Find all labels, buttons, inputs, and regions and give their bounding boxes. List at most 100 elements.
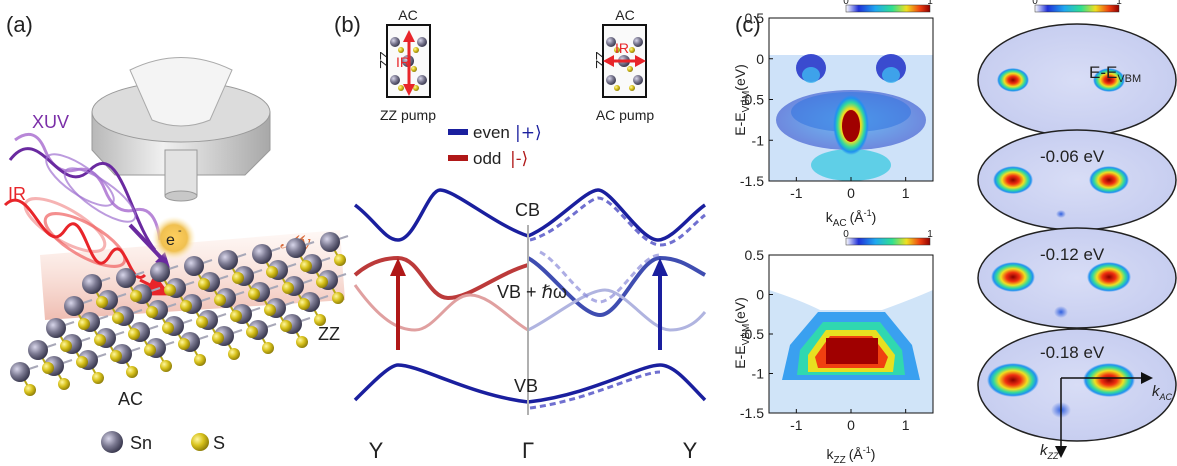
legend-s-label: S: [213, 433, 225, 453]
s-atom: [262, 342, 274, 354]
s-atom: [92, 372, 104, 384]
colorbar-bottom: [845, 237, 931, 246]
s-atom: [194, 354, 206, 366]
ytick-label: 0: [756, 287, 764, 303]
xtick-label: 0: [847, 185, 855, 201]
inset-s-atom: [629, 47, 635, 53]
inset-s-atom: [614, 85, 620, 91]
inset-s-atom: [629, 85, 635, 91]
slice-3: -0.18 eV: [977, 328, 1177, 458]
xtick-label: 1: [902, 185, 910, 201]
s-atom: [212, 332, 224, 344]
xtick-label: -1: [790, 417, 803, 433]
s-atom: [164, 284, 176, 296]
inset-sn-atom: [633, 75, 643, 85]
slice-2: -0.12 eV: [977, 227, 1177, 329]
colorbar-slices-max: 1: [1116, 0, 1122, 7]
inset-s-atom: [627, 66, 633, 72]
colorbar-top-min: 0: [843, 0, 849, 7]
slice-3-label: -0.18 eV: [1040, 343, 1105, 362]
s-atom: [314, 314, 326, 326]
inset-s-atom: [411, 66, 417, 72]
inset-sn-atom: [606, 75, 616, 85]
inset-sn-atom: [606, 37, 616, 47]
s-atom: [130, 290, 142, 302]
cb-label: CB: [515, 200, 540, 220]
ytick-label: -1.5: [740, 405, 764, 421]
s-atom: [162, 322, 174, 334]
bottom-map-xlabel: kZZ(Å-1): [827, 445, 876, 466]
s-atom: [298, 298, 310, 310]
ac-pump-caption: AC pump: [596, 107, 655, 123]
ytick-label: -0.5: [740, 326, 764, 342]
ytick-label: -1: [752, 366, 765, 382]
sn-atom: [46, 318, 66, 338]
electron-label: e: [166, 232, 175, 249]
colorbar-bottom-min: 0: [843, 229, 849, 240]
panel-b-label: (b): [334, 12, 361, 37]
sn-atom: [28, 340, 48, 360]
vb-shifted-dashed: [539, 250, 661, 304]
ytick-label: -0.5: [740, 92, 764, 108]
s-atom: [58, 378, 70, 390]
inset-zz-pump: AC ZZ IR ZZ pump: [377, 7, 436, 123]
inset-zz-ac-label: AC: [398, 7, 417, 23]
inset-ac-ac-label: AC: [615, 7, 634, 23]
s-atom: [146, 306, 158, 318]
kac-axis-label: kAC: [1152, 383, 1173, 402]
zz-direction-label: ZZ: [318, 324, 340, 344]
sn-atom: [286, 238, 306, 258]
xuv-beam: [8, 132, 170, 268]
s-atom: [266, 266, 278, 278]
slice-0-label: E-EVBM: [1089, 63, 1141, 85]
k-label-gamma: Γ: [522, 438, 534, 463]
s-atom: [230, 310, 242, 322]
photoelectron: [152, 216, 196, 260]
kzz-axis-label: kZZ: [1040, 442, 1059, 461]
slice-1: -0.06 eV: [977, 129, 1177, 231]
ytick-label: -1: [752, 132, 765, 148]
legend-even-label: even: [473, 123, 510, 142]
s-atom: [280, 320, 292, 332]
s-atom: [128, 328, 140, 340]
inset-sn-atom: [633, 37, 643, 47]
k-label-left: Y: [369, 438, 384, 463]
inset-s-atom: [614, 47, 620, 53]
vb-shifted-even-right: [526, 255, 706, 318]
s-atom: [214, 294, 226, 306]
sn-atom: [218, 250, 238, 270]
panel-c-label: (c): [735, 12, 761, 37]
sn-atom: [150, 262, 170, 282]
sns-crystal: [10, 232, 349, 396]
inset-sn-atom: [390, 37, 400, 47]
analyzer-detector: [91, 57, 271, 202]
s-atom: [246, 326, 258, 338]
ac-direction-label: AC: [118, 389, 143, 409]
s-atom: [300, 260, 312, 272]
band-diagram: [353, 188, 707, 415]
s-atom: [332, 292, 344, 304]
s-atom: [180, 300, 192, 312]
ytick-label: 0: [756, 51, 764, 67]
s-atom: [96, 296, 108, 308]
valence-band-right-dashed: [529, 370, 661, 410]
colorbar-top: [845, 4, 931, 13]
ytick-label: 0.5: [745, 247, 765, 263]
sn-atom: [82, 274, 102, 294]
s-atom: [24, 384, 36, 396]
vb-shifted-odd-faint: [353, 284, 529, 332]
s-atom: [60, 340, 72, 352]
s-atom: [126, 366, 138, 378]
inset-sn-atom: [417, 75, 427, 85]
sn-atom: [10, 362, 30, 382]
zz-pump-caption: ZZ pump: [380, 107, 436, 123]
xtick-label: -1: [790, 185, 803, 201]
conduction-band-right-dashed: [529, 196, 706, 247]
inset-sn-atom: [417, 37, 427, 47]
s-atom: [228, 348, 240, 360]
s-atom: [316, 276, 328, 288]
s-atom: [282, 282, 294, 294]
colorbar-bottom-max: 1: [927, 229, 933, 240]
